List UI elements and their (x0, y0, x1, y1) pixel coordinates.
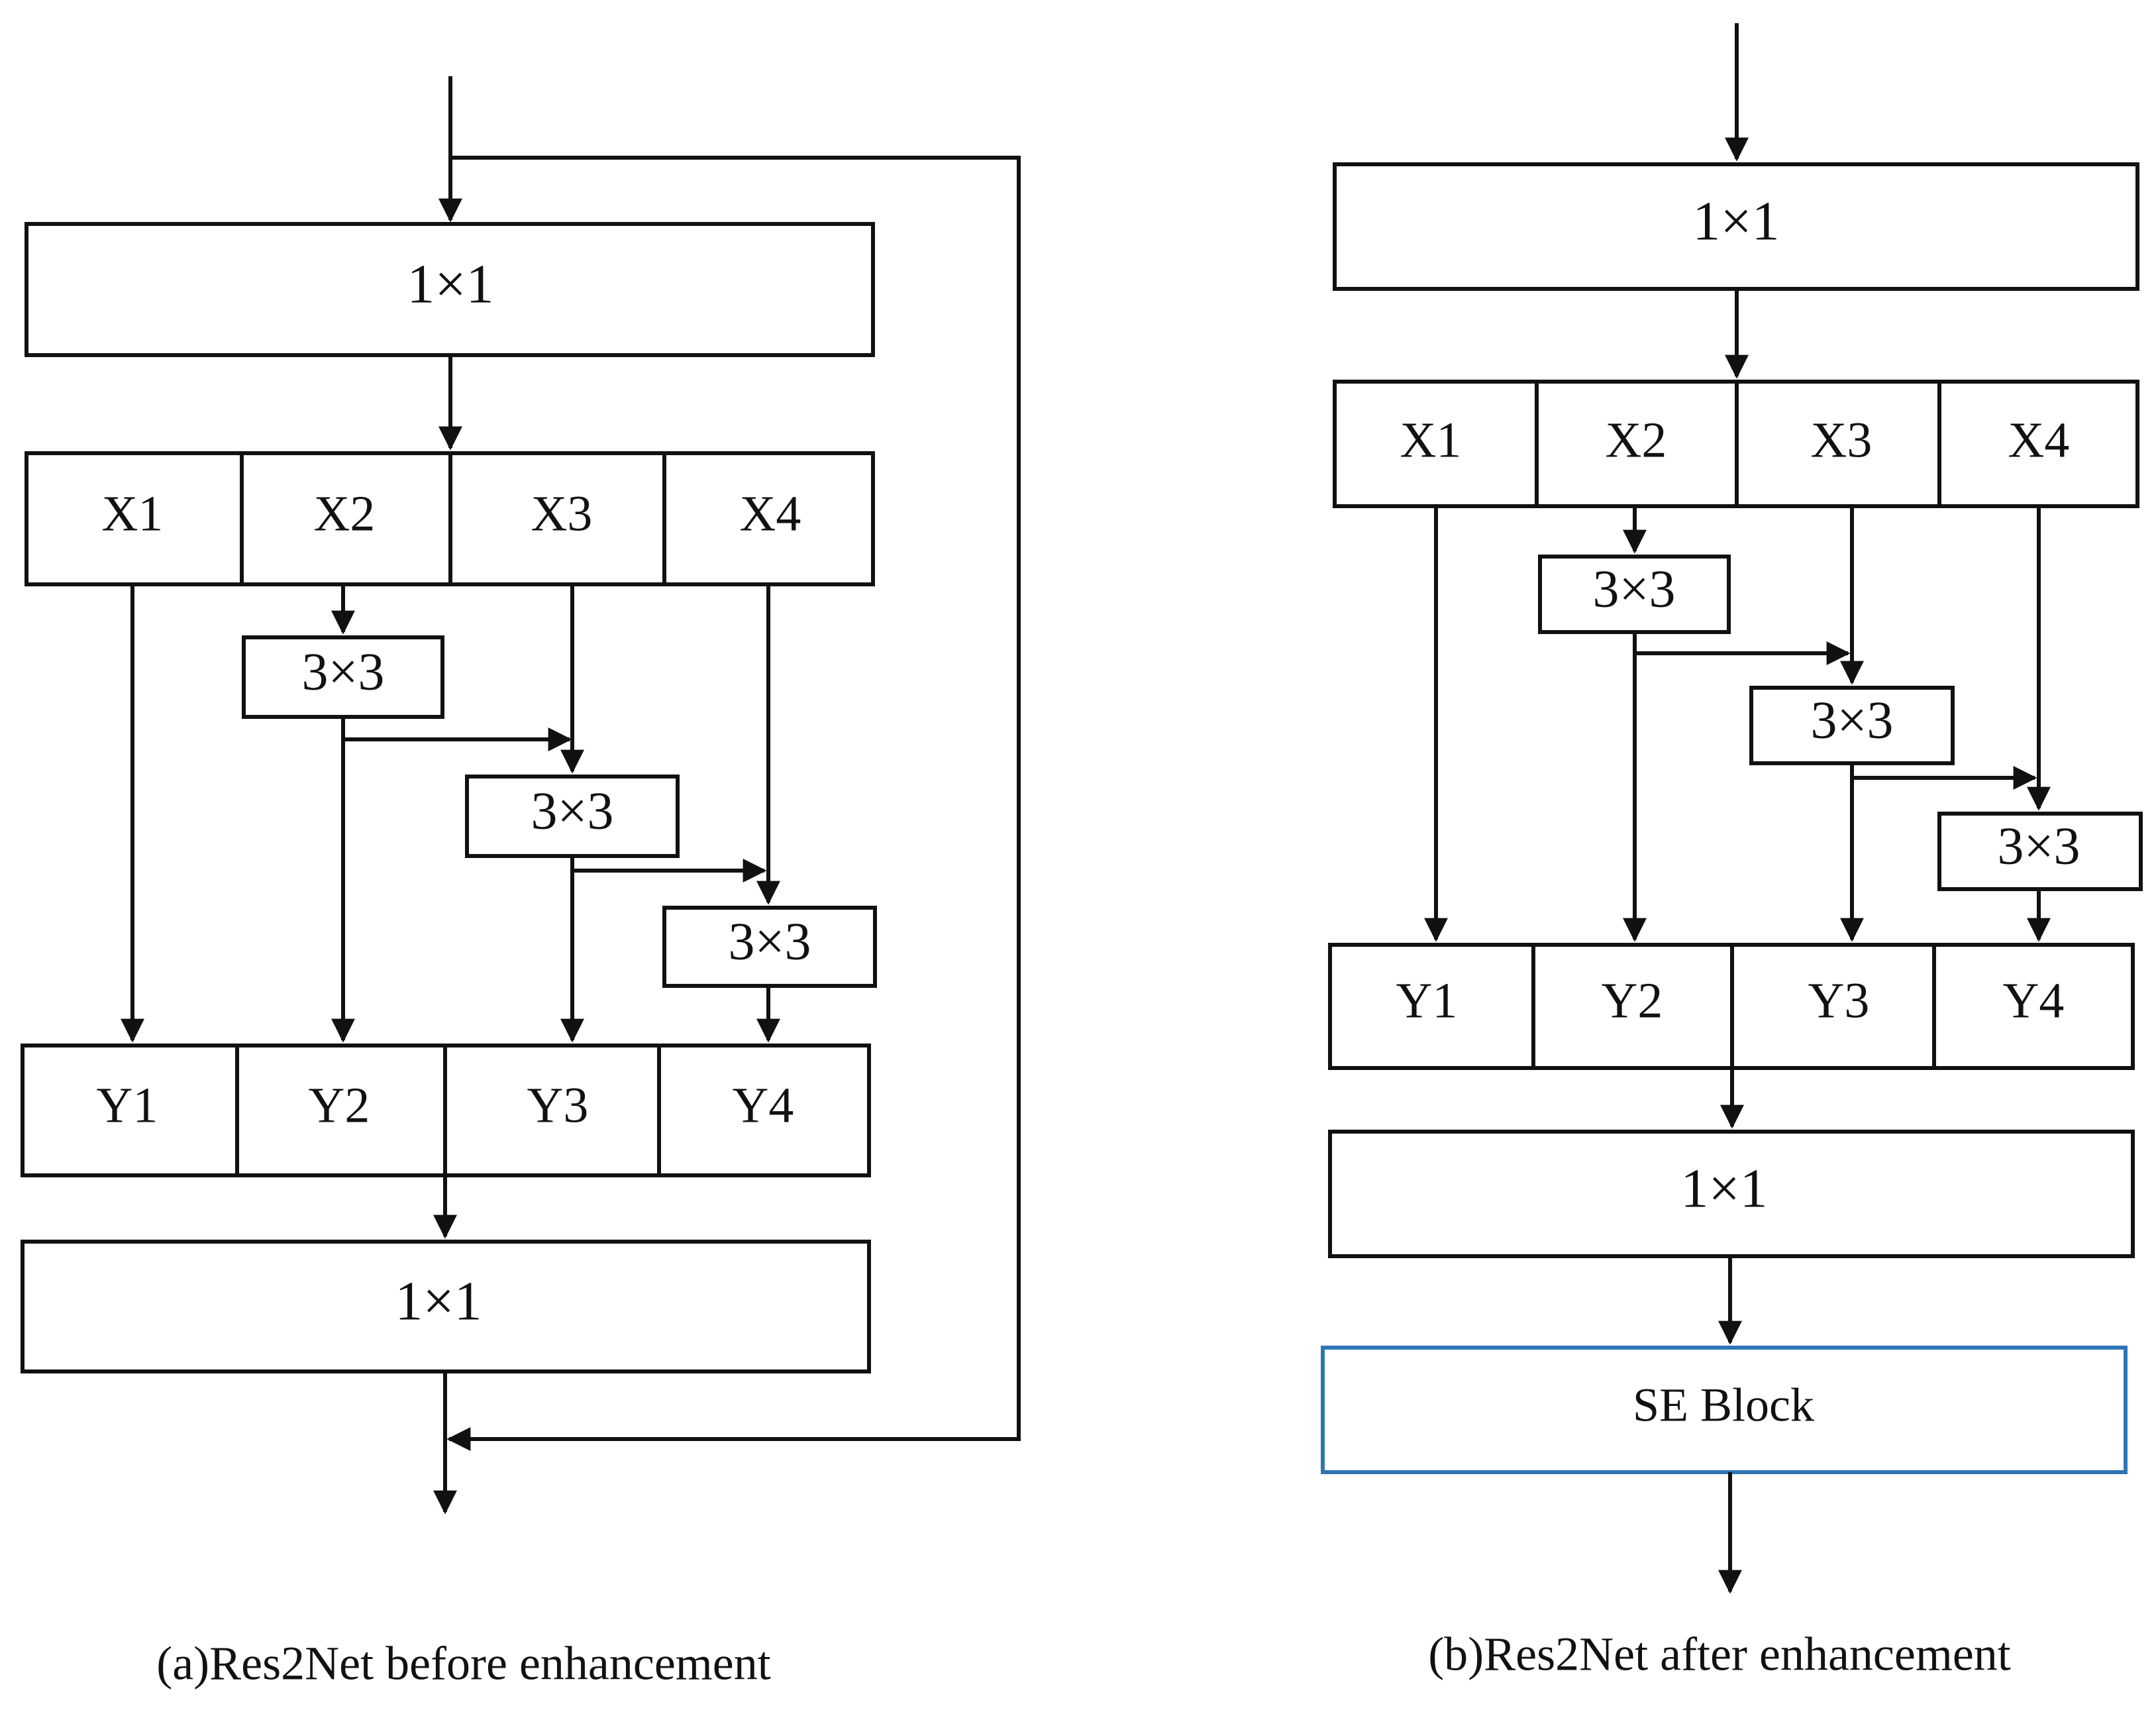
panel-b-conv2-label: 3×3 (1810, 691, 1893, 749)
panel-b-y4-label: Y4 (2003, 973, 2065, 1028)
panel-b-y1-label: Y1 (1396, 973, 1458, 1028)
panel-b-conv3-label: 3×3 (1997, 817, 2080, 875)
panel-b-y2-label: Y2 (1602, 973, 1663, 1028)
panel-a-y1-label: Y1 (97, 1077, 158, 1133)
panel-b-y3-label: Y3 (1808, 973, 1870, 1028)
panel-b-se-block-label: SE Block (1633, 1379, 1814, 1432)
panel-b-conv-top-label: 1×1 (1692, 190, 1779, 252)
panel-a-conv3-label: 3×3 (728, 912, 811, 971)
panel-a-x2-label: X2 (314, 486, 376, 541)
panel-b-x1-label: X1 (1400, 412, 1462, 468)
panel-a-conv2-label: 3×3 (531, 782, 613, 840)
panel-b-x4-label: X4 (2008, 412, 2070, 468)
panel-a (21, 76, 1021, 1515)
panel-a-y2-label: Y2 (309, 1077, 370, 1133)
panel-b-x2-label: X2 (1606, 412, 1667, 468)
panel-b-labels: 1×1 X1 X2 X3 X4 3×3 3×3 3×3 Y1 Y2 Y3 Y4 … (1396, 190, 2080, 1680)
panel-b-conv-bottom-label: 1×1 (1680, 1157, 1767, 1219)
panel-a-caption: (a)Res2Net before enhancement (156, 1637, 771, 1690)
panel-a-x4-label: X4 (740, 486, 801, 541)
panel-b-se-block-box (1321, 1346, 2128, 1474)
panel-a-skip-connection (446, 156, 1021, 1451)
panel-b-caption: (b)Res2Net after enhancement (1428, 1628, 2011, 1681)
panel-b-conv1-label: 3×3 (1592, 560, 1675, 618)
panel-b-x3-label: X3 (1811, 412, 1873, 468)
panel-b (1321, 23, 2143, 1594)
panel-a-conv1-label: 3×3 (301, 643, 384, 701)
panel-a-x3-label: X3 (531, 486, 593, 541)
panel-a-y4-label: Y4 (733, 1077, 794, 1133)
panel-a-x1-label: X1 (102, 486, 164, 541)
panel-a-conv-top-label: 1×1 (407, 253, 493, 315)
panel-a-conv-bottom-label: 1×1 (395, 1270, 482, 1332)
panel-a-labels: 1×1 X1 X2 X3 X4 3×3 3×3 3×3 Y1 Y2 Y3 Y4 … (97, 253, 811, 1689)
panel-a-y3-label: Y3 (527, 1077, 589, 1133)
